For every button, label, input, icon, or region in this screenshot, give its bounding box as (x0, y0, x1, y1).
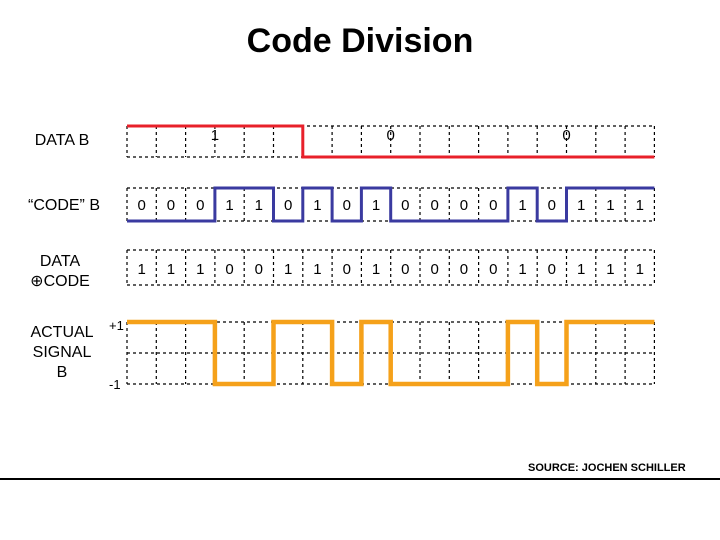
code-b-bit: 1 (372, 197, 380, 214)
code-b-bit: 0 (401, 197, 409, 214)
xor-label-line1: DATA (39, 253, 81, 270)
data-b-bit: 0 (387, 127, 395, 144)
code-b-bit: 0 (284, 197, 292, 214)
code-b-bit: 1 (313, 197, 321, 214)
data-b-waveform (127, 124, 655, 159)
xor-bit: 0 (401, 261, 409, 278)
xor-bit: 1 (372, 261, 380, 278)
code-b-bit: 0 (137, 197, 145, 214)
code-b-bit: 1 (606, 197, 614, 214)
xor-bit: 1 (284, 261, 292, 278)
xor-bit: 1 (313, 261, 321, 278)
code-b-bit: 0 (489, 197, 497, 214)
code-b-bit: 0 (196, 197, 204, 214)
actual-signal-waveform (127, 319, 655, 387)
code-b-bit: 0 (430, 197, 438, 214)
actual-signal-label-line3: B (56, 364, 68, 381)
source-divider (0, 478, 720, 480)
actual-signal-label-line1: ACTUAL (30, 324, 94, 341)
xor-bit: 1 (636, 261, 644, 278)
xor-bit: 1 (518, 261, 526, 278)
xor-bit: 1 (196, 261, 204, 278)
xor-bit: 0 (343, 261, 351, 278)
code-b-bit: 1 (577, 197, 585, 214)
code-b-bit: 1 (518, 197, 526, 214)
data-b-label: DATA B (34, 132, 90, 149)
xor-label-line2: ⊕CODE (30, 273, 90, 290)
xor-bit: 1 (577, 261, 585, 278)
code-b-bit: 0 (460, 197, 468, 214)
code-b-bit: 0 (343, 197, 351, 214)
code-b-bit: 0 (167, 197, 175, 214)
xor-bit: 0 (548, 261, 556, 278)
xor-bit: 1 (137, 261, 145, 278)
data-b-bit: 0 (562, 127, 570, 144)
xor-bit: 1 (167, 261, 175, 278)
code-b-bit: 1 (255, 197, 263, 214)
code-b-bit: 1 (636, 197, 644, 214)
xor-bit: 0 (430, 261, 438, 278)
source-credit: SOURCE: JOCHEN SCHILLER (528, 462, 686, 474)
xor-bit: 0 (489, 261, 497, 278)
code-b-bit: 1 (225, 197, 233, 214)
code-b-waveform (127, 186, 655, 223)
data-b-bit: 1 (211, 127, 219, 144)
signal-high-label: +1 (109, 318, 124, 333)
page-title: Code Division (246, 22, 474, 60)
xor-bit: 0 (225, 261, 233, 278)
actual-signal-label-line2: SIGNAL (32, 344, 92, 361)
signal-low-label: -1 (109, 377, 121, 392)
xor-bit: 0 (255, 261, 263, 278)
xor-bit: 1 (606, 261, 614, 278)
code-b-bit: 0 (548, 197, 556, 214)
code-b-label: “CODE” B (28, 197, 100, 214)
xor-bit: 0 (460, 261, 468, 278)
